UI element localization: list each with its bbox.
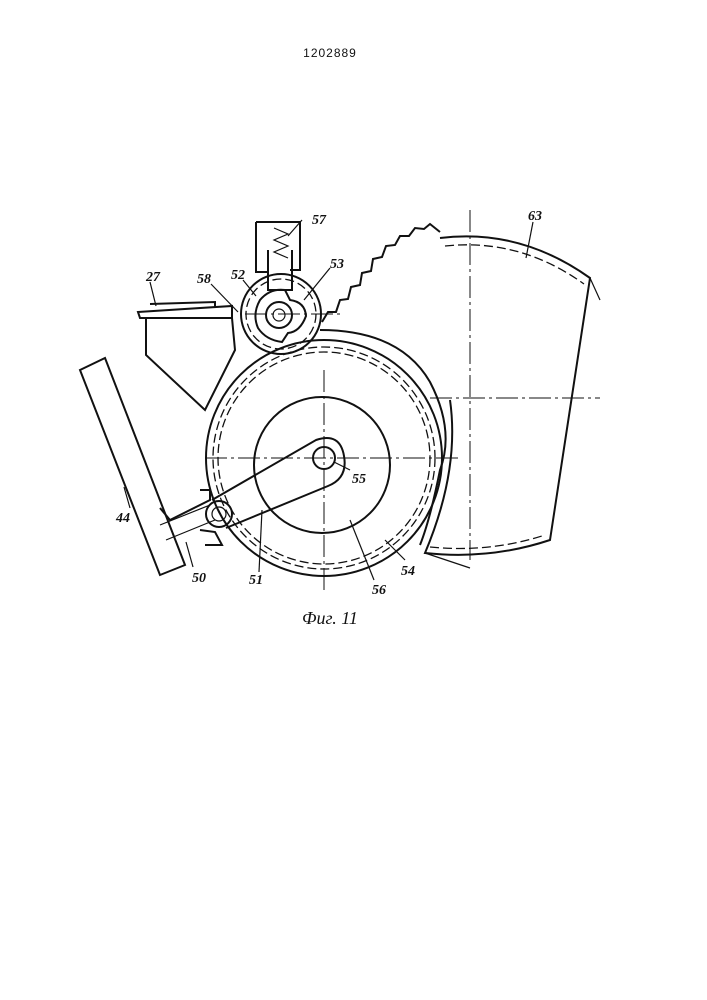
spring-57 xyxy=(256,222,300,290)
hopper-27 xyxy=(138,302,235,410)
label-58: 58 xyxy=(197,272,211,287)
drum-63 xyxy=(425,236,600,568)
label-27: 27 xyxy=(145,270,161,285)
center-lines xyxy=(205,210,600,590)
label-57: 57 xyxy=(312,213,327,228)
label-56: 56 xyxy=(372,583,386,598)
label-44: 44 xyxy=(115,511,130,526)
arm-44 xyxy=(80,358,185,575)
leader-lines xyxy=(124,220,533,580)
label-53: 53 xyxy=(330,257,344,272)
label-54: 54 xyxy=(401,564,415,579)
label-50: 50 xyxy=(192,571,206,586)
label-51: 51 xyxy=(249,573,263,588)
figure-caption: Фиг. 11 xyxy=(302,608,358,628)
housing-outline xyxy=(320,330,446,545)
gear-teeth-arc xyxy=(322,224,440,322)
label-63: 63 xyxy=(528,209,542,224)
label-55: 55 xyxy=(352,472,366,487)
label-52: 52 xyxy=(231,268,245,283)
